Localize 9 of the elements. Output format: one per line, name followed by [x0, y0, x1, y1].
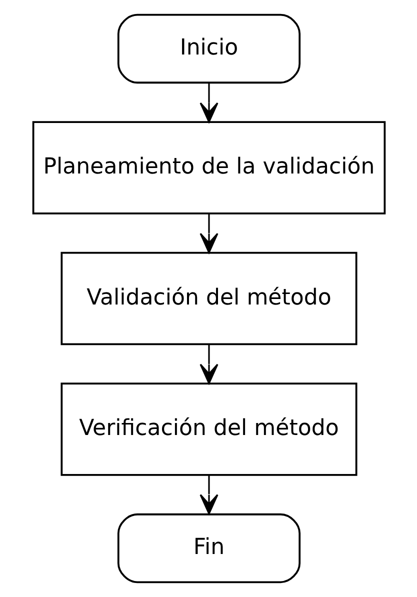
- arrow: [199, 344, 218, 384]
- node-box: Verificación del método: [60, 382, 357, 476]
- node-box: Planeamiento de la validación: [32, 121, 386, 214]
- node-box: Inicio: [116, 14, 300, 84]
- arrow: [199, 83, 218, 123]
- node-box: Validación del método: [60, 252, 357, 346]
- arrow: [199, 475, 218, 514]
- arrow: [199, 214, 218, 254]
- node-box: Fin: [116, 513, 300, 584]
